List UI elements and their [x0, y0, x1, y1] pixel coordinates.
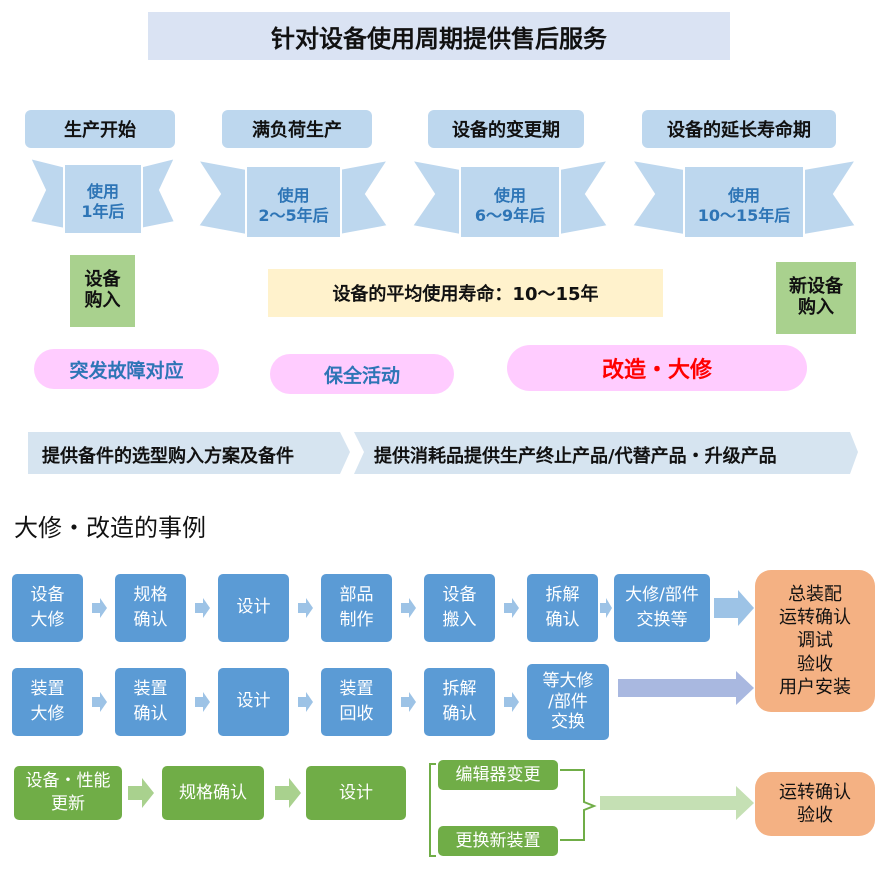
result-run-acceptance: 运转确认 验收	[755, 772, 875, 836]
usage-1-year: 使用 1年后	[81, 182, 125, 221]
phase-label-change: 设备的变更期	[428, 110, 584, 148]
equipment-purchase: 设备 购入	[70, 255, 135, 327]
service-spare-parts: 提供备件的选型购入方案及备件	[42, 446, 294, 467]
phase-label-start: 生产开始	[25, 110, 175, 148]
branch-new-device: 更换新装置	[438, 826, 558, 856]
row2-step-replace: 等大修 /部件 交换	[527, 664, 609, 740]
row3-step-design: 设计	[306, 766, 406, 820]
result-assembly-acceptance: 总装配 运转确认 调试 验收 用户安装	[755, 570, 875, 712]
row1-step-spec-confirm: 规格 确认	[115, 574, 186, 642]
row2-step-confirm: 装置 确认	[115, 668, 186, 736]
page-title: 针对设备使用周期提供售后服务	[148, 12, 730, 60]
usage-2-5-years: 使用 2～5年后	[258, 186, 329, 225]
new-equipment-purchase: 新设备 购入	[776, 262, 856, 334]
service-consumables: 提供消耗品提供生产终止产品/代替产品・升级产品	[374, 446, 777, 467]
pill-overhaul: 改造・大修	[507, 345, 807, 391]
phase-label-extended-life: 设备的延长寿命期	[642, 110, 836, 148]
row3-step-renewal: 设备・性能 更新	[14, 766, 122, 820]
row3-step-spec-confirm: 规格确认	[162, 766, 264, 820]
row1-step-parts-make: 部品 制作	[321, 574, 392, 642]
row2-step-design: 设计	[218, 668, 289, 736]
row1-step-design: 设计	[218, 574, 289, 642]
usage-10-15-years: 使用 10～15年后	[697, 186, 791, 225]
row2-step-overhaul: 装置 大修	[12, 668, 83, 736]
average-service-life: 设备的平均使用寿命：10～15年	[268, 269, 663, 317]
usage-6-9-years: 使用 6～9年后	[474, 186, 546, 225]
row2-step-recover: 装置 回收	[321, 668, 392, 736]
pill-emergency-response: 突发故障对应	[34, 349, 219, 389]
pill-maintenance: 保全活动	[270, 354, 454, 394]
branch-editor-change: 编辑器变更	[438, 760, 558, 790]
row2-step-disassemble: 拆解 确认	[424, 668, 495, 736]
phase-label-full-production: 满负荷生产	[222, 110, 372, 148]
row1-step-overhaul: 设备 大修	[12, 574, 83, 642]
row1-step-move-in: 设备 搬入	[424, 574, 495, 642]
row1-step-disassemble: 拆解 确认	[527, 574, 598, 642]
examples-heading: 大修・改造的事例	[14, 514, 206, 542]
row1-step-replace: 大修/部件 交换等	[614, 574, 710, 642]
